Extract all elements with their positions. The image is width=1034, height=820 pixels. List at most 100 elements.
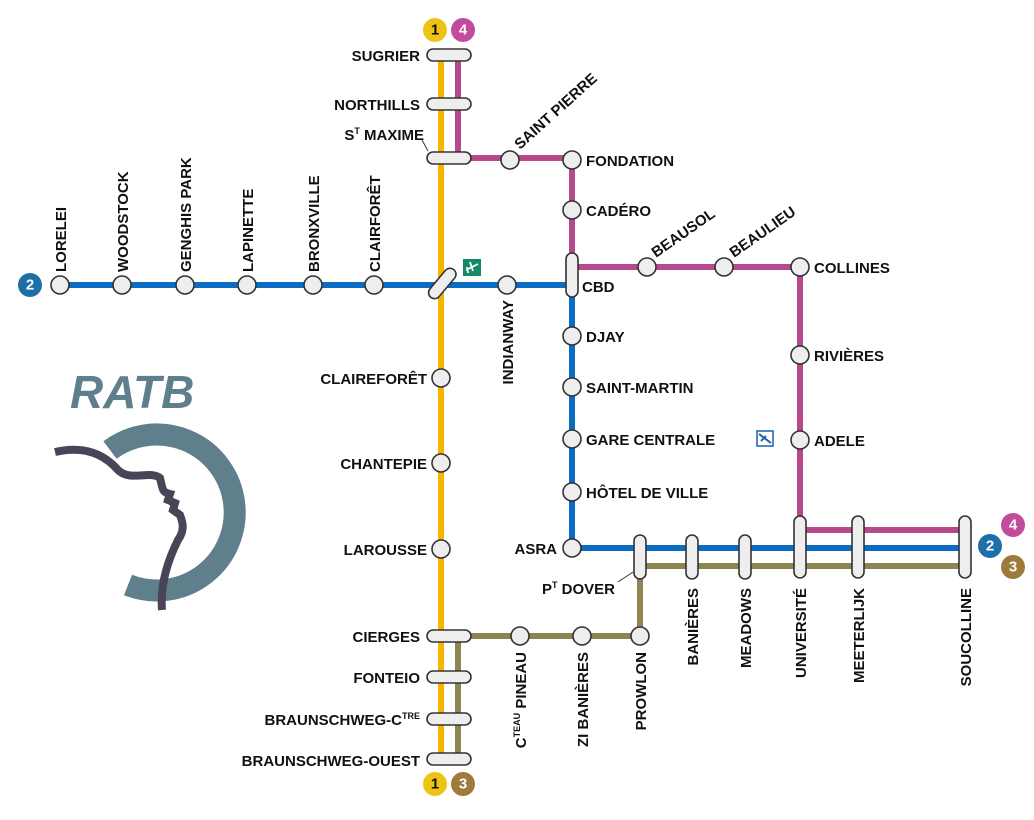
station-genghis-marker[interactable] [175,275,195,295]
svg-text:2: 2 [26,277,34,294]
label-djay: DJAY [586,329,625,346]
label-bctre: BRAUNSCHWEG-CTRE [265,711,421,729]
label-prowlon: PROWLON [633,652,650,730]
badge-line-1-south[interactable]: 1 [423,772,447,796]
station-fondation-marker[interactable] [562,150,582,170]
station-pineau-marker[interactable] [510,626,530,646]
station-lapinette-marker[interactable] [237,275,257,295]
station-meeterlijk-marker[interactable] [851,515,865,579]
badge-line-2-west[interactable]: 2 [18,273,42,297]
station-indianway-marker[interactable] [497,275,517,295]
station-prowlon-marker[interactable] [630,626,650,646]
stations [50,150,810,646]
station-saintpierre-marker[interactable] [500,150,520,170]
station-adele-marker[interactable] [790,430,810,450]
station-beausol-marker[interactable] [637,257,657,277]
station-meadows-marker[interactable] [738,534,752,580]
station-bouest-marker[interactable] [426,752,472,766]
station-garecentrale-marker[interactable] [562,429,582,449]
station-beaulieu-marker[interactable] [714,257,734,277]
station-claireforet-marker[interactable] [431,368,451,388]
svg-text:2: 2 [986,538,994,555]
label-larousse: LAROUSSE [344,542,427,559]
station-bctre-marker[interactable] [426,712,472,726]
label-claireforet: CLAIREFORÊT [320,370,427,388]
station-djay-marker[interactable] [562,326,582,346]
label-cadero: CADÉRO [586,203,651,220]
label-stmaxime: ST MAXIME [344,126,424,144]
station-sugrier-marker[interactable] [426,48,472,62]
svg-text:3: 3 [459,776,467,793]
interchanges [426,48,972,766]
label-clairforet: CLAIRFORÊT [366,175,384,272]
badge-line-3-east[interactable]: 3 [1001,555,1025,579]
station-cadero-marker[interactable] [562,200,582,220]
station-collines-marker[interactable] [790,257,810,277]
svg-text:1: 1 [431,776,439,793]
label-sugrier: SUGRIER [352,48,421,65]
leader-line [617,571,634,583]
label-fondation: FONDATION [586,153,674,170]
ratb-logo: RATB [54,366,246,611]
label-hotelville: HÔTEL DE VILLE [586,484,708,502]
label-bronxville: BRONXVILLE [306,175,323,272]
station-soucolline-marker[interactable] [958,515,972,579]
station-northills-marker[interactable] [426,97,472,111]
station-cierges-marker[interactable] [426,629,472,643]
station-hotelville-marker[interactable] [562,482,582,502]
svg-text:1: 1 [431,22,439,39]
station-clairforet-marker[interactable] [364,275,384,295]
label-asra: ASRA [514,541,557,558]
svg-text:4: 4 [1009,517,1018,534]
station-saintmartin-marker[interactable] [562,377,582,397]
station-larousse-marker[interactable] [431,539,451,559]
svg-text:4: 4 [459,22,468,39]
station-universite-marker[interactable] [793,515,807,579]
badge-line-4-east[interactable]: 4 [1001,513,1025,537]
station-rivieres-marker[interactable] [790,345,810,365]
label-genghis: GENGHIS PARK [178,157,195,272]
logo-profile [54,445,187,611]
label-woodstock: WOODSTOCK [115,171,132,272]
logo-ring [103,423,246,602]
label-meadows: MEADOWS [738,588,755,668]
label-adele: ADELE [814,433,865,450]
station-asra-marker[interactable] [562,538,582,558]
label-rivieres: RIVIÈRES [814,348,884,365]
label-lapinette: LAPINETTE [240,189,257,272]
badge-line-2-east[interactable]: 2 [978,534,1002,558]
station-bronxville-marker[interactable] [303,275,323,295]
station-stmaxime-marker[interactable] [426,151,472,165]
label-beaulieu: BEAULIEU [727,203,800,261]
label-collines: COLLINES [814,260,890,277]
badge-line-3-south[interactable]: 3 [451,772,475,796]
logo-text: RATB [70,366,194,418]
station-cbd-marker[interactable] [565,252,579,298]
badge-line-1-north[interactable]: 1 [423,18,447,42]
station-woodstock-marker[interactable] [112,275,132,295]
airport-icon [463,259,481,276]
station-ptdover-marker[interactable] [633,534,647,580]
label-garecentrale: GARE CENTRALE [586,432,715,449]
station-chantepie-marker[interactable] [431,453,451,473]
badge-line-4-north[interactable]: 4 [451,18,475,42]
label-cbd: CBD [582,279,615,296]
label-saintpierre: SAINT PIERRE [511,70,600,153]
line-badges: 1 4 2 4 2 3 1 3 [18,18,1025,796]
train-station-icon [756,430,774,447]
label-northills: NORTHILLS [334,97,420,114]
station-interchange-marker[interactable] [426,266,458,301]
label-ptdover: PT DOVER [542,580,615,598]
label-chantepie: CHANTEPIE [340,456,427,473]
label-bouest: BRAUNSCHWEG-OUEST [242,753,420,770]
label-meeterlijk: MEETERLIJK [851,588,868,683]
station-zibanieres-marker[interactable] [572,626,592,646]
label-beausol: BEAUSOL [649,205,719,261]
label-saintmartin: SAINT-MARTIN [586,380,694,397]
station-banieres-marker[interactable] [685,534,699,580]
station-fonteio-marker[interactable] [426,670,472,684]
svg-text:3: 3 [1009,559,1017,576]
label-universite: UNIVERSITÉ [793,588,810,678]
station-lorelei-marker[interactable] [50,275,70,295]
